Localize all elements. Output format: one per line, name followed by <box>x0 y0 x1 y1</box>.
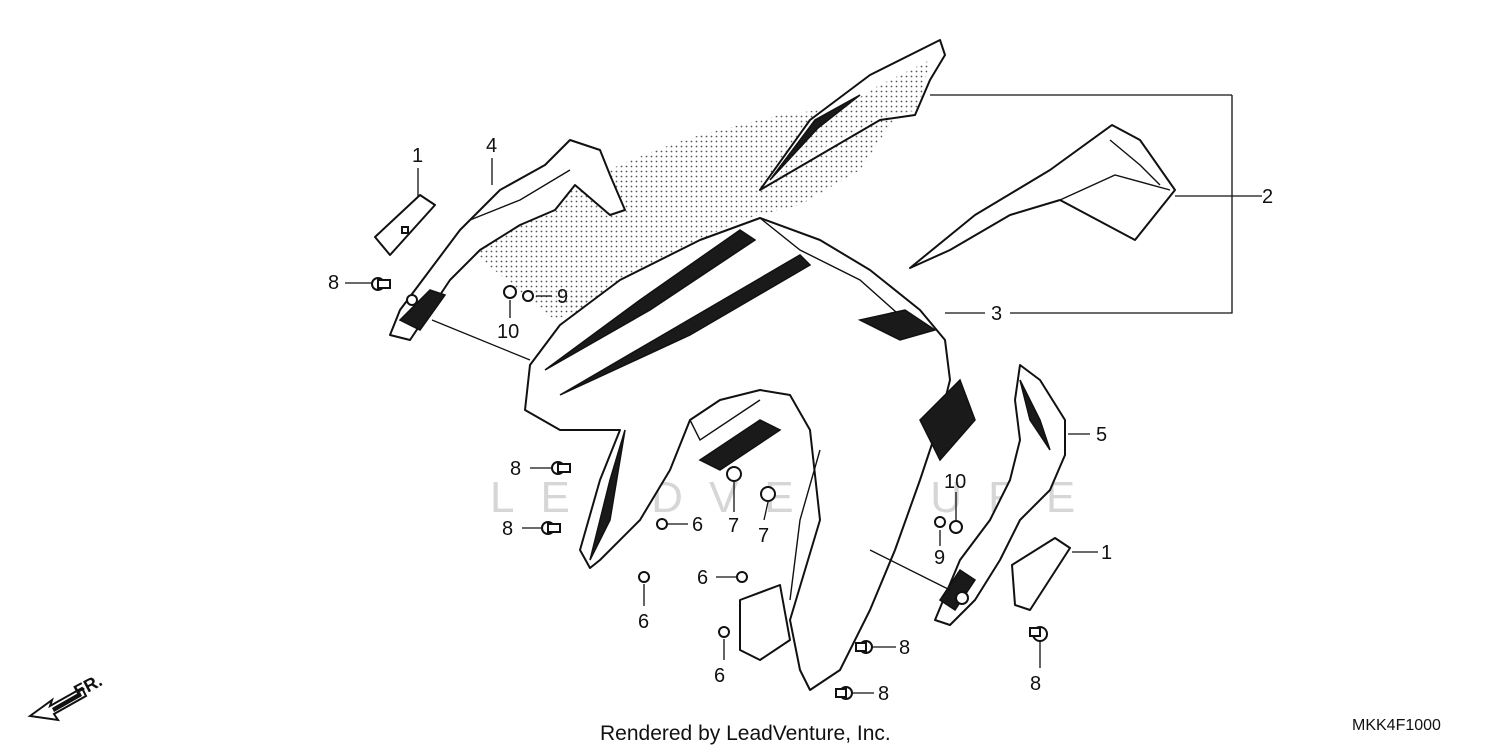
hardware <box>371 277 1048 700</box>
part-3-front-fender <box>524 217 976 691</box>
callout-6-c: 6 <box>697 567 708 589</box>
callout-8-left-top: 8 <box>328 272 339 294</box>
front-direction-arrow-icon <box>27 686 88 722</box>
leader-lines <box>345 94 1262 694</box>
callout-3: 3 <box>991 303 1002 325</box>
callout-8-left-mid: 8 <box>510 458 521 480</box>
callout-1-left: 1 <box>412 145 423 167</box>
watermark-text: LEADVENTURE <box>490 473 1101 522</box>
screw-icon <box>835 686 853 700</box>
screw-icon <box>541 521 561 535</box>
part-2-upper-stripe <box>759 39 946 191</box>
washer-icon <box>503 285 517 299</box>
nut-icon <box>522 290 534 302</box>
callout-8-right-c: 8 <box>1030 673 1041 695</box>
part-5-right-cover <box>934 364 1066 626</box>
callout-8-right-b: 8 <box>878 683 889 705</box>
screw-icon <box>1029 626 1048 642</box>
callout-6-a: 6 <box>692 514 703 536</box>
callout-7-a: 7 <box>728 515 739 537</box>
part-2-side-emblem <box>909 124 1176 269</box>
grommet-icon <box>736 571 748 583</box>
grommet-icon <box>656 518 668 530</box>
nut-icon <box>934 516 946 528</box>
callout-9-right: 9 <box>934 547 945 569</box>
screw-icon <box>855 640 873 654</box>
callout-6-d: 6 <box>714 665 725 687</box>
callout-10-left: 10 <box>497 321 519 343</box>
screw-icon <box>371 277 391 291</box>
callout-1-right: 1 <box>1101 542 1112 564</box>
callout-7-b: 7 <box>758 525 769 547</box>
callout-5: 5 <box>1096 424 1107 446</box>
part-4-left-cover <box>389 139 626 341</box>
washer-icon <box>949 520 963 534</box>
callout-8-left-low: 8 <box>502 518 513 540</box>
grommet-icon <box>726 466 742 482</box>
grommet-icon <box>718 626 730 638</box>
bolt-hole-icon <box>955 591 969 605</box>
callout-2: 2 <box>1262 186 1273 208</box>
grommet-icon <box>760 486 776 502</box>
render-credit: Rendered by LeadVenture, Inc. <box>600 722 891 745</box>
part-1-right-reflector <box>1011 537 1071 611</box>
bolt-hole-icon <box>406 294 418 306</box>
callout-6-b: 6 <box>638 611 649 633</box>
callout-8-right-a: 8 <box>899 637 910 659</box>
diagram-code: MKK4F1000 <box>1352 717 1441 734</box>
grommet-icon <box>638 571 650 583</box>
callout-10-right: 10 <box>944 471 966 493</box>
callout-4: 4 <box>486 135 497 157</box>
part-1-left-reflector <box>374 194 436 256</box>
screw-icon <box>551 461 571 475</box>
callout-9-left: 9 <box>557 286 568 308</box>
